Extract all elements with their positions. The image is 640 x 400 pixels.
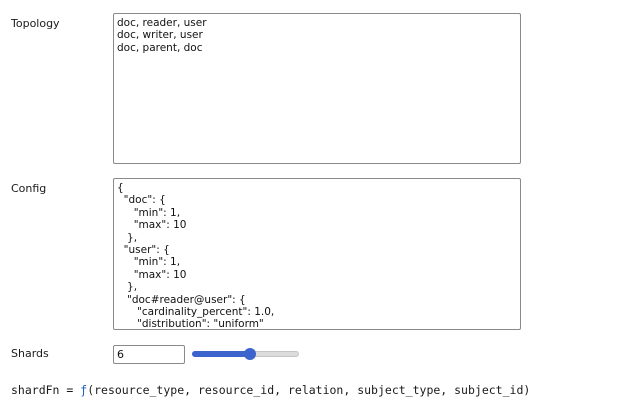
config-label: Config xyxy=(11,182,47,195)
topology-textarea[interactable]: doc, reader, user doc, writer, user doc,… xyxy=(113,13,521,164)
shards-input[interactable] xyxy=(113,345,185,364)
shard-fn-signature: shardFn = ƒ(resource_type, resource_id, … xyxy=(11,383,530,397)
slider-fill xyxy=(192,351,250,357)
shard-fn-args: (resource_type, resource_id, relation, s… xyxy=(87,383,531,397)
shard-fn-prefix: shardFn = xyxy=(11,383,81,397)
topology-label: Topology xyxy=(11,17,60,30)
function-icon: ƒ xyxy=(80,383,88,397)
config-textarea[interactable]: { "doc": { "min": 1, "max": 10 }, "user"… xyxy=(113,178,521,330)
shards-label: Shards xyxy=(11,347,49,360)
shards-slider[interactable] xyxy=(192,348,299,360)
slider-thumb[interactable] xyxy=(243,348,256,360)
